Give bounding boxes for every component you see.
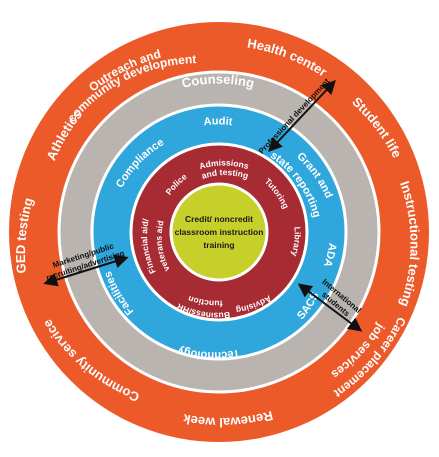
center-line-1: Credit/ noncredit [185,214,253,224]
label-library: Library [290,226,303,257]
center-line-3: training [203,240,234,250]
center-line-2: classroom instruction [175,227,264,237]
label-admissions-line1: Admissions [198,158,250,172]
arrow-professional-development [268,79,336,153]
center-circle [169,182,269,282]
arrow-marketing [43,254,129,287]
label-counseling: Counseling [180,72,256,91]
label-audit: Audit [203,115,233,128]
arrow-international-students [297,283,363,332]
label-admissions-line2: and testing [200,167,250,181]
